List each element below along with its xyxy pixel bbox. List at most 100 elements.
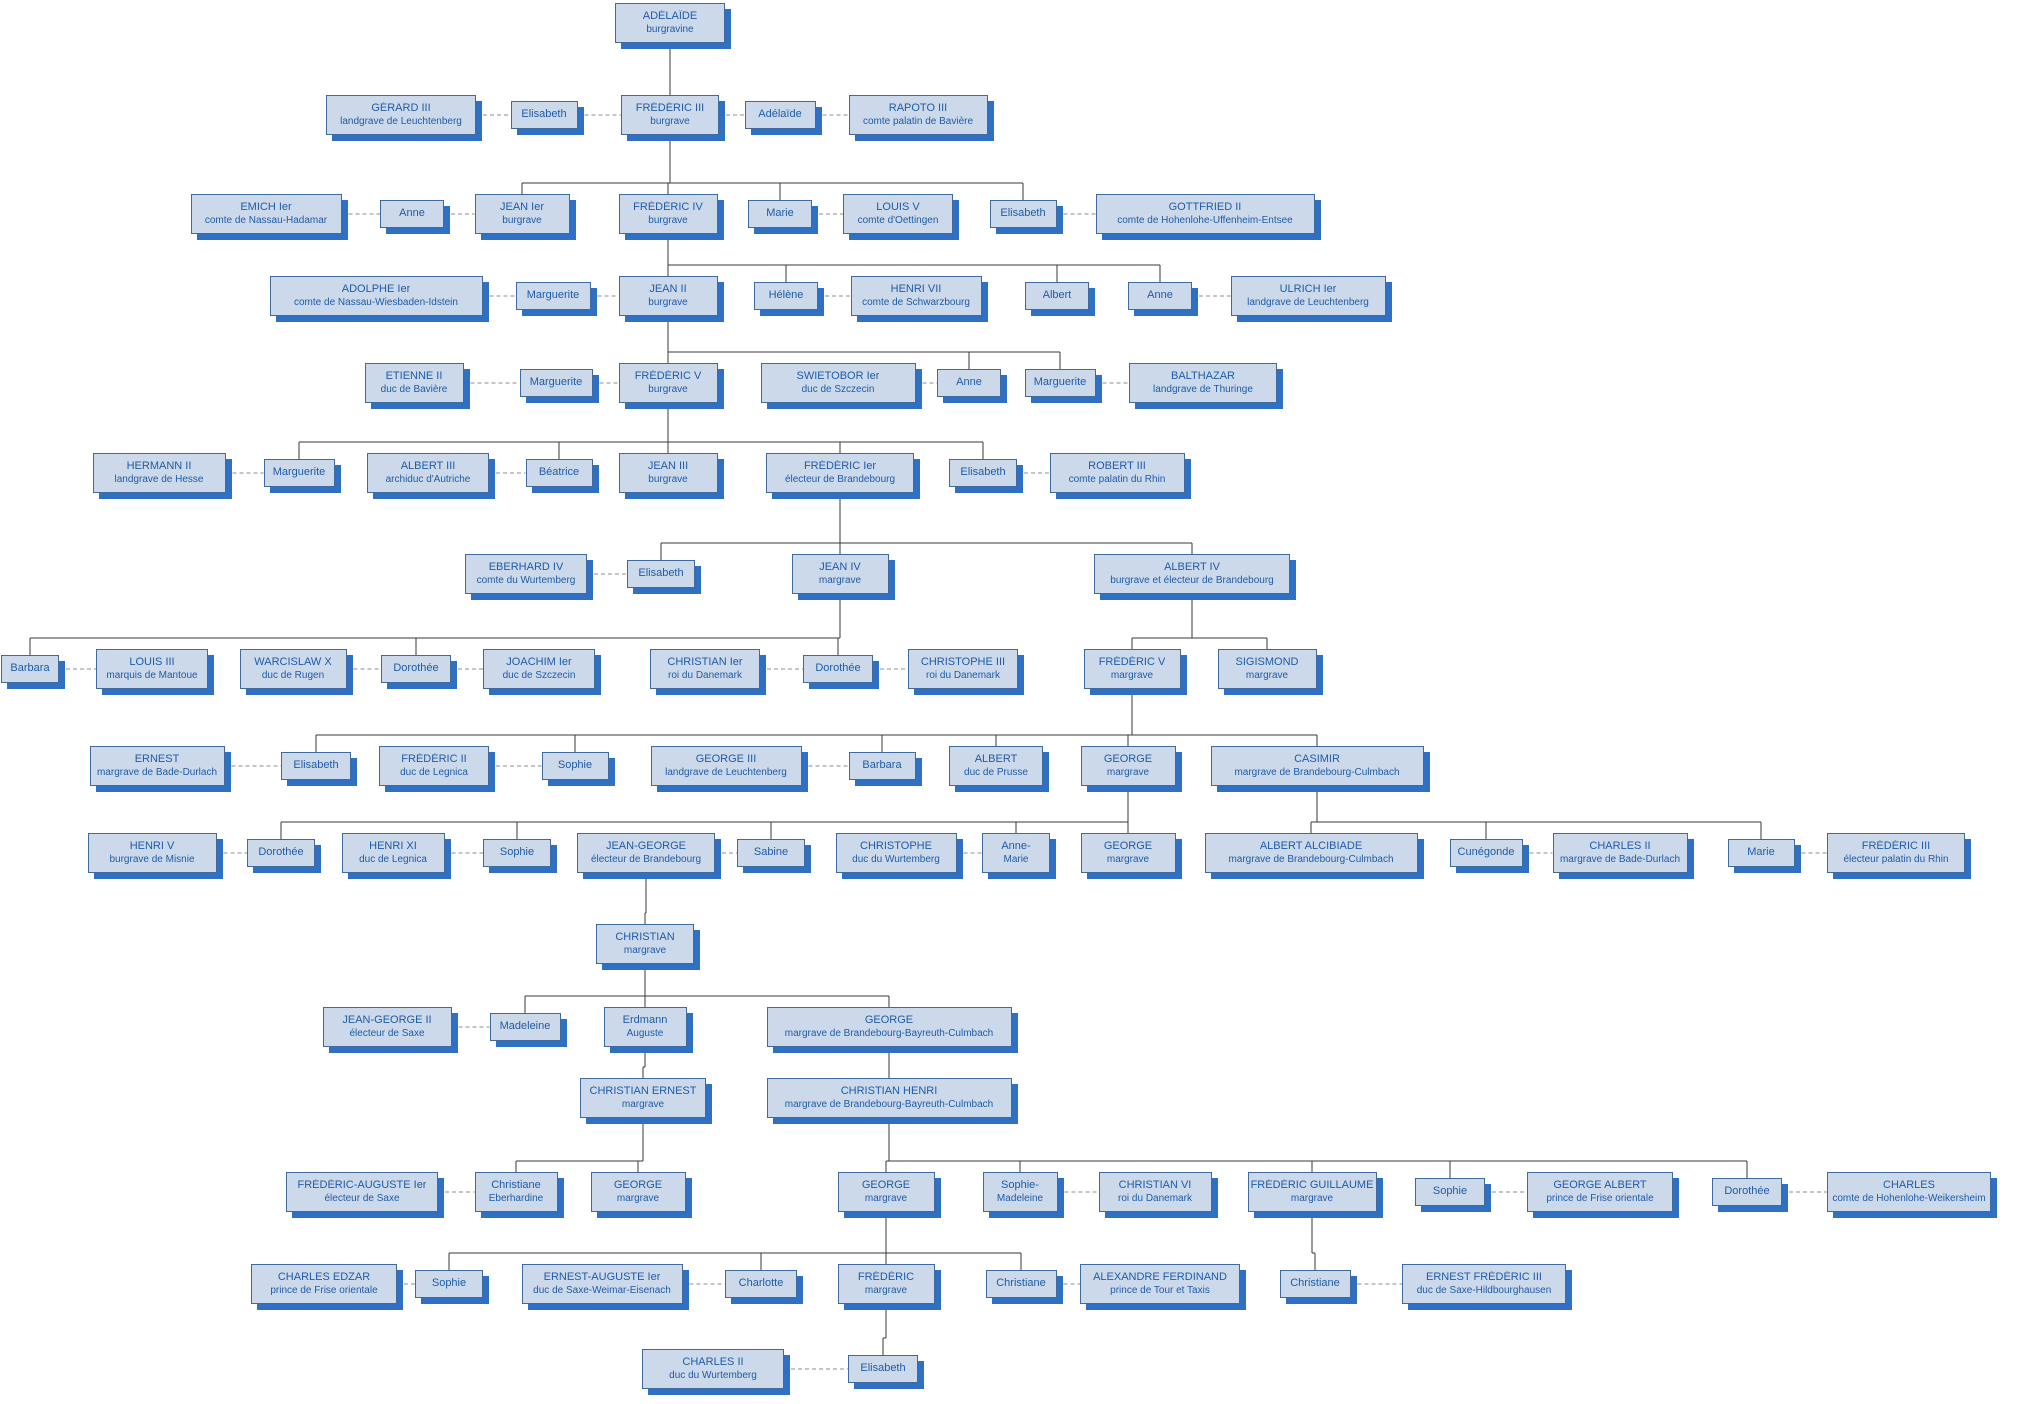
person-node-barbara_m[interactable]: Barbara: [1, 655, 59, 683]
person-node-christiane_sh[interactable]: Christiane: [1279, 1270, 1351, 1298]
person-node-marguerite_f5[interactable]: Marguerite: [519, 369, 593, 397]
person-node-charlotte[interactable]: Charlotte: [725, 1270, 797, 1298]
person-node-elisabeth_ro[interactable]: Elisabeth: [949, 459, 1017, 487]
person-node-elisabeth_eb[interactable]: Elisabeth: [627, 560, 695, 588]
person-node-marie_l5[interactable]: Marie: [748, 200, 812, 228]
person-node-cunegonde[interactable]: Cunégonde: [1449, 839, 1523, 867]
person-node-elisabeth_er[interactable]: Elisabeth: [281, 752, 351, 780]
person-node-elisabeth_g[interactable]: Elisabeth: [510, 101, 578, 129]
person-node-marguerite_j2[interactable]: Marguerite: [515, 282, 591, 310]
person-node-helene[interactable]: Hélène: [754, 282, 818, 310]
person-node-barbara_g3[interactable]: Barbara: [848, 752, 916, 780]
person-node-christiane_tt[interactable]: Christiane: [985, 1270, 1057, 1298]
person-node-dorothee_h5[interactable]: Dorothée: [247, 839, 315, 867]
person-node-elisabeth_go[interactable]: Elisabeth: [989, 200, 1057, 228]
person-node-anne_u[interactable]: Anne: [1128, 282, 1192, 310]
person-node-marguerite_b[interactable]: Marguerite: [1024, 369, 1096, 397]
person-node-anne_j1[interactable]: Anne: [380, 200, 444, 228]
person-node-dorothee_dk[interactable]: Dorothée: [803, 655, 873, 683]
person-node-madeleine[interactable]: Madeleine: [489, 1013, 561, 1041]
person-node-elisabeth_cw[interactable]: Elisabeth: [848, 1355, 918, 1383]
person-node-sophiemadeleine[interactable]: Sophie-Madeleine: [982, 1172, 1058, 1212]
person-node-sabine[interactable]: Sabine: [737, 839, 805, 867]
person-node-anne_sw[interactable]: Anne: [937, 369, 1001, 397]
person-node-sophie_f2[interactable]: Sophie: [541, 752, 609, 780]
person-node-adelaide2[interactable]: Adélaïde: [744, 101, 816, 129]
person-node-dorothee_w[interactable]: Dorothée: [381, 655, 451, 683]
person-node-beatrice[interactable]: Béatrice: [525, 459, 593, 487]
person-node-sophie_ga[interactable]: Sophie: [1415, 1178, 1485, 1206]
person-node-sophie_ce[interactable]: Sophie: [415, 1270, 483, 1298]
person-node-sophie_h11[interactable]: Sophie: [483, 839, 551, 867]
person-node-marguerite_h[interactable]: Marguerite: [263, 459, 335, 487]
person-node-marie_pal[interactable]: Marie: [1727, 839, 1795, 867]
person-node-albert_n[interactable]: Albert: [1025, 282, 1089, 310]
person-node-dorothee_ch[interactable]: Dorothée: [1712, 1178, 1782, 1206]
